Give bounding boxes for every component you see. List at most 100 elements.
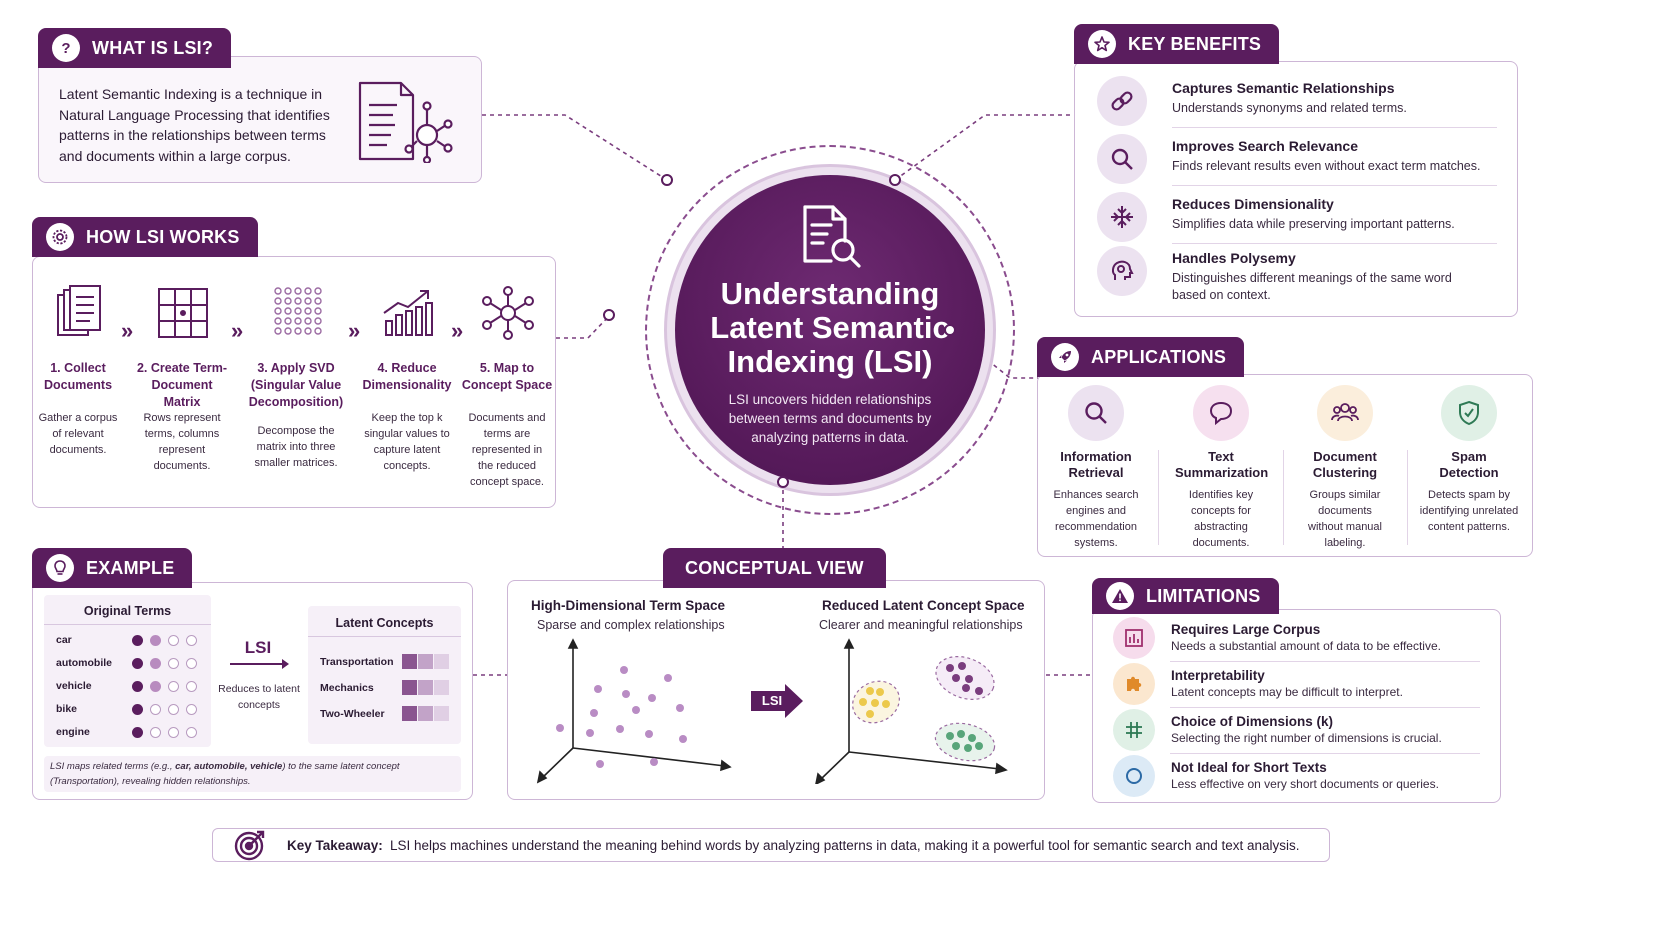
compress-icon — [1111, 206, 1133, 228]
original-terms-rule — [44, 624, 211, 625]
takeaway-text: LSI helps machines understand the meanin… — [390, 838, 1300, 853]
step-reduce: 4. Reduce Dimensionality Keep the top k … — [362, 361, 452, 472]
high-dim-scatter — [536, 638, 732, 784]
benefits-heading: KEY BENEFITS — [1074, 24, 1280, 64]
documents-icon — [57, 285, 101, 336]
divider — [1170, 707, 1480, 708]
term-weight-dot — [132, 727, 143, 738]
limitation-item: Requires Large Corpus Needs a substantia… — [1113, 617, 1483, 663]
term-label: vehicle — [56, 680, 92, 692]
term-weight-dot — [150, 727, 161, 738]
warning-icon — [1106, 582, 1134, 610]
application-item: Information Retrieval Enhances search en… — [1034, 385, 1158, 551]
divider — [1158, 450, 1159, 545]
concept-weight-cell — [418, 706, 433, 721]
how-works-panel — [32, 256, 556, 508]
connector-node — [661, 174, 673, 186]
hub-dashed-ring — [645, 145, 1015, 515]
connector-node — [777, 476, 789, 488]
step-svd: 3. Apply SVD (Singular Value Decompositi… — [248, 361, 344, 469]
search-icon — [1111, 148, 1133, 170]
central-hub: Understanding Latent Semantic Indexing (… — [675, 175, 985, 485]
svg-text:?: ? — [61, 40, 70, 57]
concept-weight-cell — [418, 680, 433, 695]
link-icon — [1111, 91, 1133, 111]
term-label: automobile — [56, 657, 113, 669]
what-is-panel: Latent Semantic Indexing is a technique … — [38, 56, 482, 183]
concept-weight-cell — [418, 654, 433, 669]
latent-concepts-header: Latent Concepts — [335, 616, 434, 630]
connector-node — [889, 174, 901, 186]
document-network-icon — [358, 81, 453, 163]
term-weight-dot — [150, 704, 161, 715]
matrix-icon — [158, 288, 208, 338]
search-icon — [1085, 402, 1107, 424]
term-weight-dot — [168, 727, 179, 738]
step-chevron: » — [121, 318, 134, 343]
concept-weight-cell — [402, 654, 417, 669]
concept-weight-cell — [434, 706, 449, 721]
term-weight-dot — [132, 658, 143, 669]
concept-weight-cell — [402, 680, 417, 695]
term-weight-dot — [186, 727, 197, 738]
lsi-arrow: LSI — [751, 684, 803, 718]
term-weight-dot — [168, 704, 179, 715]
limitations-panel — [1092, 609, 1501, 803]
hub-title: Understanding Latent Semantic Indexing (… — [710, 276, 950, 379]
term-label: bike — [56, 703, 78, 715]
reduces-label: Reduces to latent concepts — [218, 683, 300, 711]
concept-label: Two-Wheeler — [320, 708, 385, 720]
rocket-icon — [1051, 343, 1079, 371]
term-weight-dot — [168, 681, 179, 692]
benefit-item: Improves Search Relevance Finds relevant… — [1097, 130, 1487, 188]
original-terms-box — [44, 595, 211, 747]
term-weight-dot — [132, 635, 143, 646]
divider — [1283, 450, 1284, 545]
limitation-item: Not Ideal for Short Texts Less effective… — [1113, 755, 1483, 801]
concept-weight-cell — [402, 706, 417, 721]
divider — [1172, 127, 1497, 128]
target-icon — [234, 830, 265, 861]
limitation-item: Choice of Dimensions (k) Selecting the r… — [1113, 709, 1483, 755]
term-label: engine — [56, 726, 90, 738]
what-is-heading: ? WHAT IS LSI? — [38, 28, 232, 68]
gear-icon — [46, 223, 74, 251]
concept-network-icon — [482, 286, 534, 340]
circle-icon — [1126, 768, 1142, 784]
step-chevron: » — [451, 318, 464, 343]
term-label: car — [56, 634, 72, 646]
chat-icon — [1209, 401, 1233, 426]
term-weight-dot — [186, 704, 197, 715]
latent-concepts-rule — [308, 636, 461, 637]
right-space-subtitle: Clearer and meaningful relationships — [819, 618, 1023, 632]
hub-subtitle: LSI uncovers hidden relationships betwee… — [728, 392, 932, 445]
step-matrix: 2. Create Term-Document Matrix Rows repr… — [136, 361, 228, 472]
latent-space-scatter — [815, 638, 1008, 784]
right-space-title: Reduced Latent Concept Space — [822, 598, 1025, 613]
benefits-panel — [1074, 61, 1518, 317]
application-item: Text Summarization Identifies key concep… — [1159, 385, 1283, 551]
term-weight-dot — [186, 681, 197, 692]
term-weight-dot — [150, 635, 161, 646]
term-weight-dot — [168, 635, 179, 646]
svd-dots-icon — [274, 287, 322, 335]
takeaway-label: Key Takeaway: — [287, 838, 383, 853]
term-weight-dot — [186, 635, 197, 646]
term-weight-dot — [168, 658, 179, 669]
how-works-heading: HOW LSI WORKS — [32, 217, 258, 257]
example-note-box — [44, 756, 461, 792]
application-item: Spam Detection Detects spam by identifyi… — [1407, 385, 1531, 535]
applications-heading: APPLICATIONS — [1037, 337, 1245, 377]
divider — [1172, 243, 1497, 244]
what-is-text: Latent Semantic Indexing is a technique … — [59, 86, 330, 164]
term-weight-dot — [150, 658, 161, 669]
limitations-heading: LIMITATIONS — [1092, 578, 1279, 614]
shield-icon — [1459, 400, 1479, 426]
concept-label: Mechanics — [320, 682, 374, 694]
term-weight-dot — [150, 681, 161, 692]
divider — [1407, 450, 1408, 545]
divider — [1170, 753, 1480, 754]
divider — [1170, 661, 1480, 662]
divider — [1172, 185, 1497, 186]
question-icon: ? — [52, 34, 80, 62]
